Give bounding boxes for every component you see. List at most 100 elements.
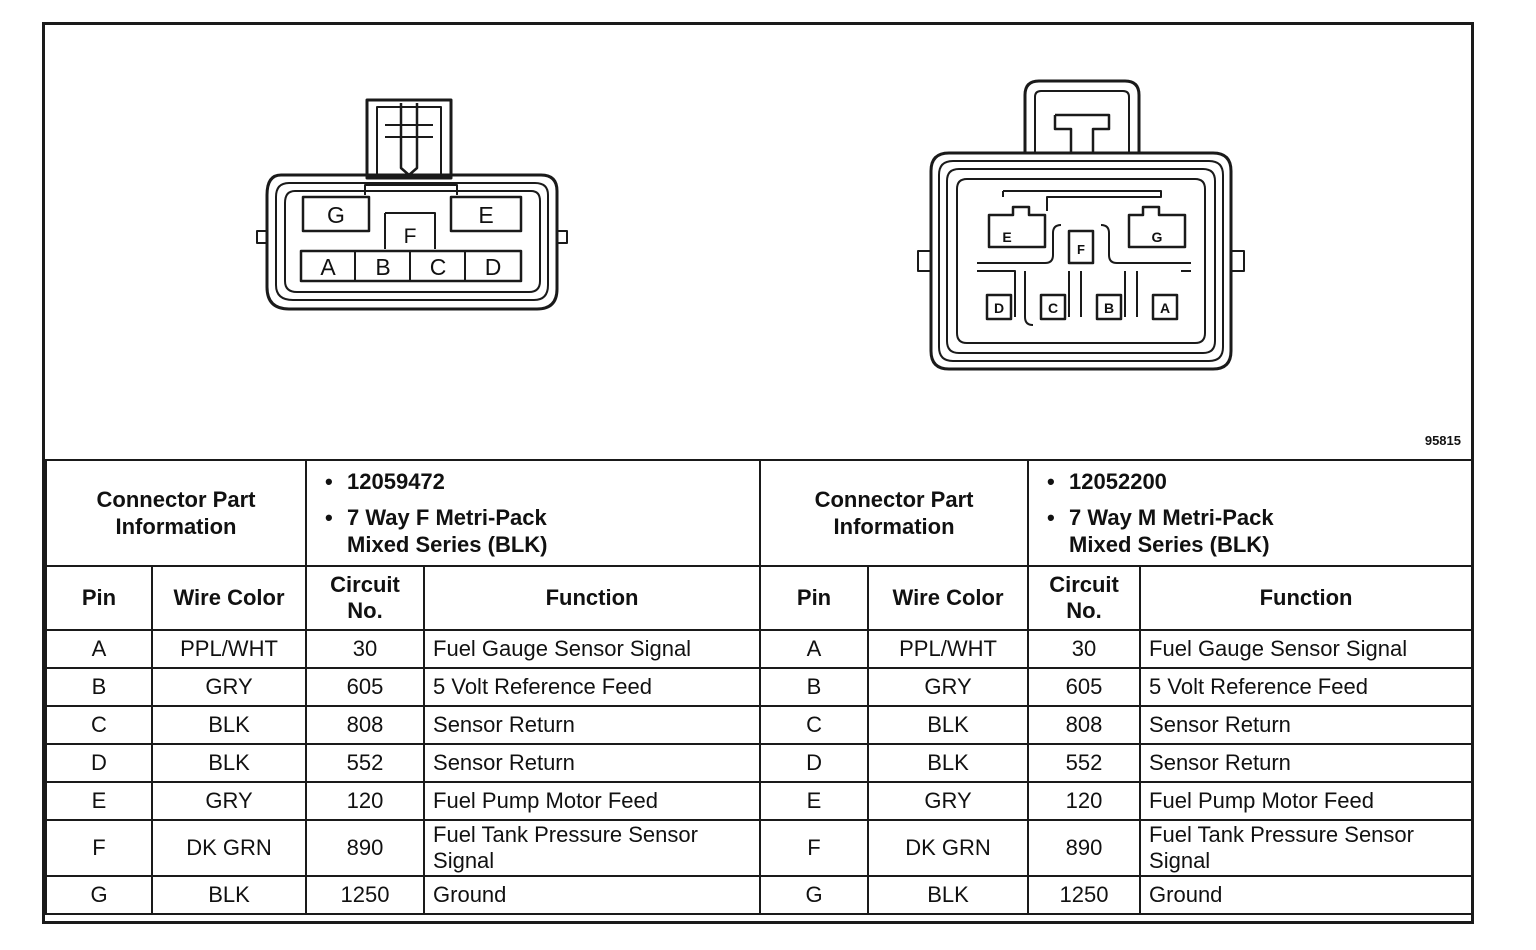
column-header-pin: Pin [759, 565, 870, 631]
wire-color-cell: PPL/WHT [867, 629, 1030, 669]
column-header-function: Function [1139, 565, 1474, 631]
pin-cell: E [759, 781, 870, 821]
wire-color-cell: BLK [867, 705, 1030, 745]
wire-color-cell: GRY [867, 781, 1030, 821]
wire-color-cell: BLK [867, 743, 1030, 783]
circuit-cell: 30 [305, 629, 426, 669]
wire-color-cell: DK GRN [150, 819, 308, 877]
female-cavity-label: D [485, 254, 502, 280]
circuit-cell: 890 [1027, 819, 1142, 877]
pin-cell: A [45, 629, 153, 669]
wire-color-cell: BLK [867, 875, 1030, 915]
pin-cell: G [45, 875, 153, 915]
function-cell: Fuel Gauge Sensor Signal [423, 629, 762, 669]
function-cell: Sensor Return [1139, 705, 1474, 745]
pin-cell: B [759, 667, 870, 707]
pin-cell: D [45, 743, 153, 783]
circuit-cell: 30 [1027, 629, 1142, 669]
function-cell: Sensor Return [1139, 743, 1474, 783]
wire-color-cell: GRY [867, 667, 1030, 707]
function-cell: 5 Volt Reference Feed [423, 667, 762, 707]
wire-color-cell: DK GRN [867, 819, 1030, 877]
diagram-frame: G F E A B C D E F G D C B A 95815 Conn [42, 22, 1474, 924]
female-cavity-label: C [430, 254, 447, 280]
connector-info-details: 12052200 7 Way M Metri-Pack Mixed Series… [1027, 459, 1474, 567]
column-header-wire-color: Wire Color [867, 565, 1030, 631]
male-cavity-label: B [1104, 300, 1114, 316]
circuit-cell: 808 [1027, 705, 1142, 745]
circuit-cell: 552 [1027, 743, 1142, 783]
pin-cell: C [759, 705, 870, 745]
circuit-cell: 605 [1027, 667, 1142, 707]
female-connector-drawing [256, 98, 568, 311]
function-cell: Sensor Return [423, 705, 762, 745]
connector-illustrations: G F E A B C D E F G D C B A [256, 79, 1245, 371]
female-cavity-label: G [327, 202, 345, 228]
function-cell: Ground [1139, 875, 1474, 915]
pin-cell: C [45, 705, 153, 745]
pin-cell: D [759, 743, 870, 783]
wire-color-cell: GRY [150, 667, 308, 707]
function-cell: Fuel Gauge Sensor Signal [1139, 629, 1474, 669]
wire-color-cell: BLK [150, 705, 308, 745]
circuit-cell: 1250 [305, 875, 426, 915]
wire-color-cell: BLK [150, 743, 308, 783]
pin-cell: E [45, 781, 153, 821]
circuit-cell: 605 [305, 667, 426, 707]
function-cell: 5 Volt Reference Feed [1139, 667, 1474, 707]
column-header-pin: Pin [45, 565, 153, 631]
circuit-cell: 1250 [1027, 875, 1142, 915]
connector-info-label: Connector Part Information [44, 459, 308, 567]
connector-series: Mixed Series (BLK) [347, 532, 548, 557]
connector-description: 7 Way F Metri-Pack [325, 504, 751, 531]
pinout-table: Connector Part Information 12059472 7 Wa… [44, 459, 1474, 915]
male-connector-drawing [917, 79, 1245, 371]
figure-number: 95815 [1424, 433, 1461, 448]
pin-cell: B [45, 667, 153, 707]
part-number: 12059472 [325, 468, 751, 495]
part-number: 12052200 [1047, 468, 1463, 495]
wire-color-cell: PPL/WHT [150, 629, 308, 669]
female-cavity-label: A [320, 254, 336, 280]
function-cell: Fuel Tank Pressure Sensor Signal [1139, 819, 1474, 877]
connector-info-details: 12059472 7 Way F Metri-Pack Mixed Series… [305, 459, 762, 567]
circuit-cell: 120 [305, 781, 426, 821]
function-cell: Ground [423, 875, 762, 915]
connector-drawings: G F E A B C D E F G D C B A 95815 [45, 25, 1471, 459]
male-cavity-label: E [1002, 229, 1011, 245]
pin-cell: A [759, 629, 870, 669]
function-cell: Sensor Return [423, 743, 762, 783]
pin-cell: F [759, 819, 870, 877]
connector-series: Mixed Series (BLK) [1069, 532, 1270, 557]
male-cavity-label: A [1160, 300, 1170, 316]
circuit-cell: 552 [305, 743, 426, 783]
female-cavity-label: F [404, 225, 417, 248]
male-cavity-label: D [994, 300, 1004, 316]
connector-info-row: Connector Part Information 12059472 7 Wa… [44, 459, 1474, 567]
female-cavity-label: B [375, 254, 390, 280]
pin-cell: F [45, 819, 153, 877]
circuit-cell: 808 [305, 705, 426, 745]
circuit-cell: 120 [1027, 781, 1142, 821]
pin-cell: G [759, 875, 870, 915]
function-cell: Fuel Tank Pressure Sensor Signal [423, 819, 762, 877]
function-cell: Fuel Pump Motor Feed [1139, 781, 1474, 821]
circuit-cell: 890 [305, 819, 426, 877]
column-header-wire-color: Wire Color [150, 565, 308, 631]
column-header-function: Function [423, 565, 762, 631]
male-cavity-label: C [1048, 300, 1058, 316]
female-cavity-label: E [478, 202, 493, 228]
function-cell: Fuel Pump Motor Feed [423, 781, 762, 821]
male-cavity-label: G [1152, 229, 1163, 245]
wire-color-cell: BLK [150, 875, 308, 915]
wire-color-cell: GRY [150, 781, 308, 821]
